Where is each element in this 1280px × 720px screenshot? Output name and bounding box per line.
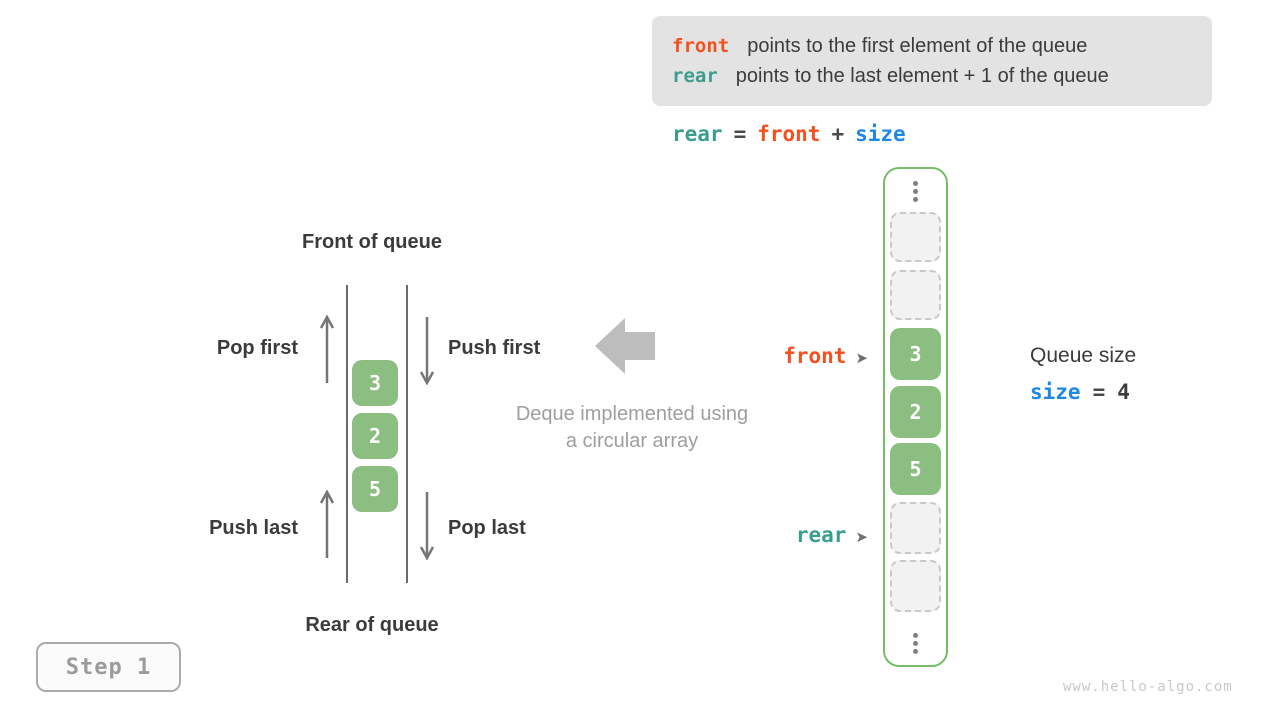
array-empty-cell [890, 270, 941, 320]
front-description: points to the first element of the queue [747, 34, 1088, 57]
rear-description: points to the last element + 1 of the qu… [735, 64, 1109, 87]
array-value-cell: 3 [890, 328, 941, 380]
rear-pointer: rear ➤ [690, 523, 868, 549]
step-button-label: Step 1 [65, 654, 152, 680]
equation-equals: = [733, 122, 747, 146]
rear-keyword: rear [672, 64, 718, 87]
equation-plus: + [831, 122, 845, 146]
caption-line1: Deque implemented using [515, 403, 749, 425]
queue-size-value-line: size = 4 [1030, 380, 1142, 404]
push-first-label: Push first [448, 337, 541, 359]
watermark: www.hello-algo.com [1063, 679, 1233, 695]
step-button[interactable]: Step 1 [36, 642, 181, 692]
array-value-cell: 2 [890, 386, 941, 438]
queue-wall-left [346, 285, 348, 583]
queue-cell: 3 [352, 360, 398, 406]
front-pointer-label: front [783, 344, 847, 368]
array-empty-cell [890, 212, 941, 262]
down-arrow-icon [419, 492, 435, 560]
front-pointer: front ➤ [690, 344, 868, 370]
array-empty-cell [890, 560, 941, 612]
queue-cell: 5 [352, 466, 398, 512]
array-value-cell: 5 [890, 443, 941, 495]
pointer-legend-box: front points to the first element of the… [652, 16, 1212, 106]
down-arrow-icon [419, 317, 435, 385]
pointer-equation: rear = front + size [672, 122, 917, 146]
rear-of-queue-label: Rear of queue [305, 614, 439, 636]
pop-first-label: Pop first [216, 337, 298, 359]
caption-line2: a circular array [565, 430, 699, 452]
equation-size: size [855, 122, 906, 146]
size-value: 4 [1117, 380, 1130, 404]
right-pointer-arrow-icon: ➤ [855, 349, 868, 367]
size-variable: size [1030, 380, 1081, 404]
equation-front: front [757, 122, 821, 146]
queue-wall-right [406, 285, 408, 583]
front-keyword: front [672, 34, 730, 57]
right-pointer-arrow-icon: ➤ [855, 528, 868, 546]
rear-legend-line: rear points to the last element + 1 of t… [672, 65, 1212, 88]
pop-last-label: Pop last [448, 517, 526, 539]
ellipsis-icon [890, 633, 941, 654]
size-equals: = [1092, 380, 1106, 404]
queue-size-title: Queue size [1030, 344, 1137, 367]
equation-rear: rear [672, 122, 723, 146]
up-arrow-icon [319, 315, 335, 383]
push-last-label: Push last [209, 517, 298, 539]
front-legend-line: front points to the first element of the… [672, 35, 1212, 58]
diagram-caption: Deque implemented using a circular array [482, 401, 782, 455]
ellipsis-icon [890, 181, 941, 202]
front-of-queue-label: Front of queue [302, 231, 442, 253]
big-left-arrow-icon [595, 318, 655, 374]
up-arrow-icon [319, 490, 335, 558]
queue-cell: 2 [352, 413, 398, 459]
array-empty-cell [890, 502, 941, 554]
rear-pointer-label: rear [795, 523, 847, 547]
